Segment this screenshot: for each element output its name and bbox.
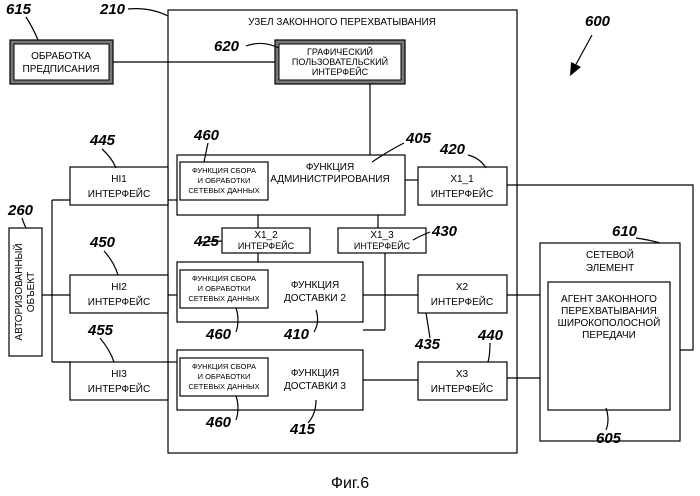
gui-line1: ГРАФИЧЕСКИЙ xyxy=(307,46,373,57)
agent-line3: ШИРОКОПОЛОСНОЙ xyxy=(558,316,661,329)
hi1-interface-box: HI1 ИНТЕРФЕЙС xyxy=(70,167,168,205)
admin-sub-line3: СЕТЕВЫХ ДАННЫХ xyxy=(188,186,259,195)
ref-610: 610 xyxy=(612,223,638,240)
hi1-name: HI1 xyxy=(111,174,127,185)
ref-445: 445 xyxy=(89,132,116,149)
ref-460-delivery3: 460 xyxy=(205,414,232,431)
authorized-object-box: АВТОРИЗОВАННЫЙ ОБЪЕКТ xyxy=(9,228,42,356)
lawful-intercept-agent-box: АГЕНТ ЗАКОННОГО ПЕРЕХВАТЫВАНИЯ ШИРОКОПОЛ… xyxy=(548,282,670,410)
ref-260: 260 xyxy=(7,202,34,219)
x1-3-label: ИНТЕРФЕЙС xyxy=(354,240,411,251)
x2-name: X2 xyxy=(456,282,469,293)
authorized-line2: ОБЪЕКТ xyxy=(26,272,37,313)
network-element-line1: СЕТЕВОЙ xyxy=(586,248,634,261)
delivery2-sub-line3: СЕТЕВЫХ ДАННЫХ xyxy=(188,294,259,303)
delivery-function-3-box: ФУНКЦИЯ ДОСТАВКИ 3 ФУНКЦИЯ СБОРА И ОБРАБ… xyxy=(177,350,363,410)
ref-600: 600 xyxy=(585,13,611,30)
ref-405: 405 xyxy=(405,130,432,147)
admin-line1: ФУНКЦИЯ xyxy=(306,162,354,173)
x2-interface-box: X2 ИНТЕРФЕЙС xyxy=(418,275,507,313)
ref-620: 620 xyxy=(214,38,240,55)
hi3-name: HI3 xyxy=(111,369,127,380)
ref-435: 435 xyxy=(414,336,441,353)
x3-label: ИНТЕРФЕЙС xyxy=(431,382,493,395)
ref-455: 455 xyxy=(87,322,114,339)
hi2-interface-box: HI2 ИНТЕРФЕЙС xyxy=(70,275,168,313)
x1-2-name: X1_2 xyxy=(254,230,278,241)
ref-450: 450 xyxy=(89,234,116,251)
delivery2-line2: ДОСТАВКИ 2 xyxy=(284,293,346,304)
gui-box: ГРАФИЧЕСКИЙ ПОЛЬЗОВАТЕЛЬСКИЙ ИНТЕРФЕЙС xyxy=(275,40,405,84)
delivery3-sub-line3: СЕТЕВЫХ ДАННЫХ xyxy=(188,382,259,391)
x1-2-label: ИНТЕРФЕЙС xyxy=(238,240,295,251)
ref-410: 410 xyxy=(283,326,310,343)
admin-sub-line1: ФУНКЦИЯ СБОРА xyxy=(192,166,256,175)
hi2-name: HI2 xyxy=(111,282,127,293)
hi2-label: ИНТЕРФЕЙС xyxy=(88,295,150,308)
hi3-interface-box: HI3 ИНТЕРФЕЙС xyxy=(70,362,168,400)
delivery2-line1: ФУНКЦИЯ xyxy=(291,280,339,291)
network-element-line2: ЭЛЕМЕНТ xyxy=(586,263,634,274)
ref-420: 420 xyxy=(439,141,466,158)
agent-line2: ПЕРЕХВАТЫВАНИЯ xyxy=(561,306,657,317)
x2-label: ИНТЕРФЕЙС xyxy=(431,295,493,308)
x1-1-name: X1_1 xyxy=(450,174,474,185)
hi3-label: ИНТЕРФЕЙС xyxy=(88,382,150,395)
agent-line4: ПЕРЕДАЧИ xyxy=(582,330,636,341)
mandate-processing-box: ОБРАБОТКА ПРЕДПИСАНИЯ xyxy=(10,40,113,84)
ref-615: 615 xyxy=(6,1,32,18)
delivery3-line2: ДОСТАВКИ 3 xyxy=(284,381,346,392)
x3-interface-box: X3 ИНТЕРФЕЙС xyxy=(418,362,507,400)
ref-430: 430 xyxy=(431,223,458,240)
ref-460-admin: 460 xyxy=(193,127,220,144)
x1-1-label: ИНТЕРФЕЙС xyxy=(431,187,493,200)
admin-sub-line2: И ОБРАБОТКИ xyxy=(198,176,251,185)
admin-line2: АДМИНИСТРИРОВАНИЯ xyxy=(270,174,389,185)
x1-2-interface-box: X1_2 ИНТЕРФЕЙС xyxy=(222,228,310,253)
hi1-label: ИНТЕРФЕЙС xyxy=(88,187,150,200)
delivery3-sub-line2: И ОБРАБОТКИ xyxy=(198,372,251,381)
mandate-line2: ПРЕДПИСАНИЯ xyxy=(23,64,100,75)
ref-440: 440 xyxy=(477,327,504,344)
authorized-line1: АВТОРИЗОВАННЫЙ xyxy=(12,243,25,340)
ref-415: 415 xyxy=(289,421,316,438)
figure-caption: Фиг.6 xyxy=(331,475,369,492)
delivery3-line1: ФУНКЦИЯ xyxy=(291,368,339,379)
delivery3-sub-line1: ФУНКЦИЯ СБОРА xyxy=(192,362,256,371)
node-title: УЗЕЛ ЗАКОННОГО ПЕРЕХВАТЫВАНИЯ xyxy=(248,17,436,28)
mandate-line1: ОБРАБОТКА xyxy=(31,51,91,62)
delivery2-sub-line2: И ОБРАБОТКИ xyxy=(198,284,251,293)
x1-3-interface-box: X1_3 ИНТЕРФЕЙС xyxy=(338,228,426,253)
ref-460-delivery2: 460 xyxy=(205,326,232,343)
x1-1-interface-box: X1_1 ИНТЕРФЕЙС xyxy=(418,167,507,205)
admin-function-box: ФУНКЦИЯ АДМИНИСТРИРОВАНИЯ ФУНКЦИЯ СБОРА … xyxy=(177,155,405,215)
gui-line3: ИНТЕРФЕЙС xyxy=(312,66,369,77)
ref-605: 605 xyxy=(596,430,622,447)
delivery-function-2-box: ФУНКЦИЯ ДОСТАВКИ 2 ФУНКЦИЯ СБОРА И ОБРАБ… xyxy=(177,262,363,322)
gui-line2: ПОЛЬЗОВАТЕЛЬСКИЙ xyxy=(292,56,388,67)
delivery2-sub-line1: ФУНКЦИЯ СБОРА xyxy=(192,274,256,283)
agent-line1: АГЕНТ ЗАКОННОГО xyxy=(561,294,657,305)
x1-3-name: X1_3 xyxy=(370,230,394,241)
ref-210: 210 xyxy=(99,1,126,18)
x3-name: X3 xyxy=(456,369,469,380)
